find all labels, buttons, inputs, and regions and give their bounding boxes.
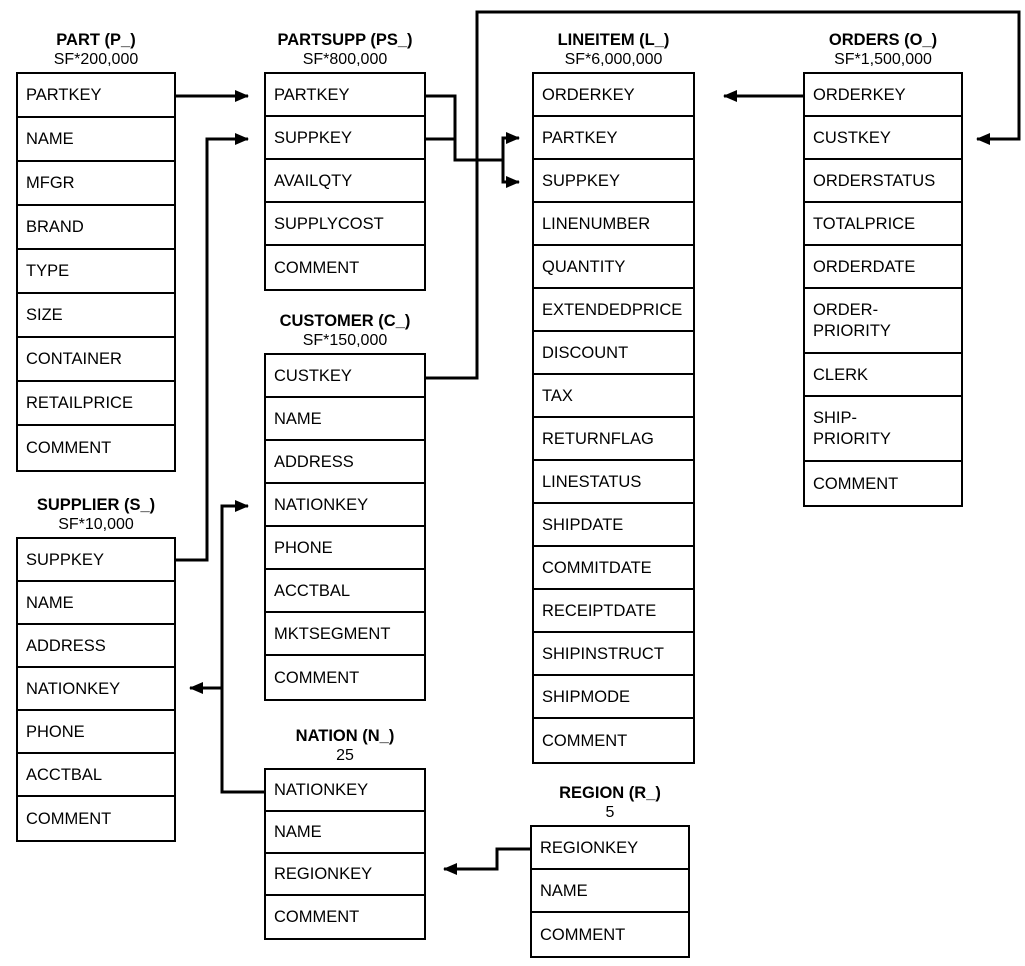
field-region-comment: COMMENT <box>532 913 688 956</box>
field-lineitem-shipinstruct: SHIPINSTRUCT <box>534 633 693 676</box>
field-supplier-address: ADDRESS <box>18 625 174 668</box>
field-lineitem-linenumber: LINENUMBER <box>534 203 693 246</box>
entity-title-lineitem: LINEITEM (L_) <box>557 31 670 49</box>
entity-cardinality-nation: 25 <box>336 747 354 764</box>
entity-title-nation: NATION (N_) <box>295 727 395 745</box>
field-lineitem-discount: DISCOUNT <box>534 332 693 375</box>
field-supplier-comment: COMMENT <box>18 797 174 840</box>
field-lineitem-suppkey: SUPPKEY <box>534 160 693 203</box>
field-customer-nationkey: NATIONKEY <box>266 484 424 527</box>
field-part-retailprice: RETAILPRICE <box>18 382 174 426</box>
field-orders-orderdate: ORDERDATE <box>805 246 961 289</box>
entity-cardinality-customer: SF*150,000 <box>302 332 388 349</box>
entity-title-customer: CUSTOMER (C_) <box>279 312 411 330</box>
field-orders-clerk: CLERK <box>805 354 961 397</box>
field-customer-custkey: CUSTKEY <box>266 355 424 398</box>
field-part-brand: BRAND <box>18 206 174 250</box>
entity-title-orders: ORDERS (O_) <box>828 31 938 49</box>
field-nation-regionkey: REGIONKEY <box>266 854 424 896</box>
entity-title-supplier: SUPPLIER (S_) <box>36 496 156 514</box>
field-supplier-acctbal: ACCTBAL <box>18 754 174 797</box>
entity-cardinality-lineitem: SF*6,000,000 <box>564 51 663 68</box>
field-partsupp-comment: COMMENT <box>266 246 424 289</box>
field-lineitem-shipdate: SHIPDATE <box>534 504 693 547</box>
field-part-partkey: PARTKEY <box>18 74 174 118</box>
field-part-name: NAME <box>18 118 174 162</box>
field-orders-orderkey: ORDERKEY <box>805 74 961 117</box>
field-partsupp-supplycost: SUPPLYCOST <box>266 203 424 246</box>
entity-cardinality-supplier: SF*10,000 <box>58 516 134 533</box>
entity-cardinality-orders: SF*1,500,000 <box>834 51 932 68</box>
wire-partsupp-lineitem-suppkey <box>487 158 520 188</box>
entity-title-part: PART (P_) <box>56 31 136 49</box>
field-supplier-nationkey: NATIONKEY <box>18 668 174 711</box>
field-orders-custkey: CUSTKEY <box>805 117 961 160</box>
entity-cardinality-partsupp: SF*800,000 <box>302 51 388 68</box>
entity-title-partsupp: PARTSUPP (PS_) <box>277 31 413 49</box>
field-region-name: NAME <box>532 870 688 913</box>
field-lineitem-partkey: PARTKEY <box>534 117 693 160</box>
field-nation-name: NAME <box>266 812 424 854</box>
field-customer-address: ADDRESS <box>266 441 424 484</box>
wire-partsupp-lineitem-partkey <box>487 132 520 162</box>
field-partsupp-suppkey: SUPPKEY <box>266 117 424 160</box>
field-customer-name: NAME <box>266 398 424 441</box>
field-part-container: CONTAINER <box>18 338 174 382</box>
field-partsupp-availqty: AVAILQTY <box>266 160 424 203</box>
field-nation-nationkey: NATIONKEY <box>266 770 424 812</box>
field-region-regionkey: REGIONKEY <box>532 827 688 870</box>
field-lineitem-comment: COMMENT <box>534 719 693 762</box>
field-orders-totalprice: TOTALPRICE <box>805 203 961 246</box>
field-lineitem-extendedprice: EXTENDEDPRICE <box>534 289 693 332</box>
entity-cardinality-region: 5 <box>605 804 615 821</box>
field-part-mfgr: MFGR <box>18 162 174 206</box>
wire-supplier-partsupp <box>176 133 249 562</box>
field-supplier-name: NAME <box>18 582 174 625</box>
field-customer-comment: COMMENT <box>266 656 424 699</box>
wire-nation-customer <box>220 500 264 794</box>
field-part-comment: COMMENT <box>18 426 174 470</box>
field-customer-acctbal: ACCTBAL <box>266 570 424 613</box>
field-orders-orderstatus: ORDERSTATUS <box>805 160 961 203</box>
wire-partsupp-merge <box>426 94 487 162</box>
field-nation-comment: COMMENT <box>266 896 424 938</box>
field-orders-comment: COMMENT <box>805 462 961 505</box>
field-orders-orderpriority: ORDER- PRIORITY <box>805 289 961 354</box>
field-supplier-suppkey: SUPPKEY <box>18 539 174 582</box>
field-partsupp-partkey: PARTKEY <box>266 74 424 117</box>
entity-cardinality-part: SF*200,000 <box>53 51 139 68</box>
field-lineitem-quantity: QUANTITY <box>534 246 693 289</box>
entity-title-region: REGION (R_) <box>559 784 661 802</box>
field-lineitem-tax: TAX <box>534 375 693 418</box>
field-supplier-phone: PHONE <box>18 711 174 754</box>
field-orders-shippriority: SHIP- PRIORITY <box>805 397 961 462</box>
field-lineitem-orderkey: ORDERKEY <box>534 74 693 117</box>
field-part-size: SIZE <box>18 294 174 338</box>
field-part-type: TYPE <box>18 250 174 294</box>
field-lineitem-shipmode: SHIPMODE <box>534 676 693 719</box>
field-customer-phone: PHONE <box>266 527 424 570</box>
field-lineitem-commitdate: COMMITDATE <box>534 547 693 590</box>
field-lineitem-receiptdate: RECEIPTDATE <box>534 590 693 633</box>
field-lineitem-linestatus: LINESTATUS <box>534 461 693 504</box>
field-lineitem-returnflag: RETURNFLAG <box>534 418 693 461</box>
wire-region-nation <box>443 847 530 875</box>
field-customer-mktsegment: MKTSEGMENT <box>266 613 424 656</box>
